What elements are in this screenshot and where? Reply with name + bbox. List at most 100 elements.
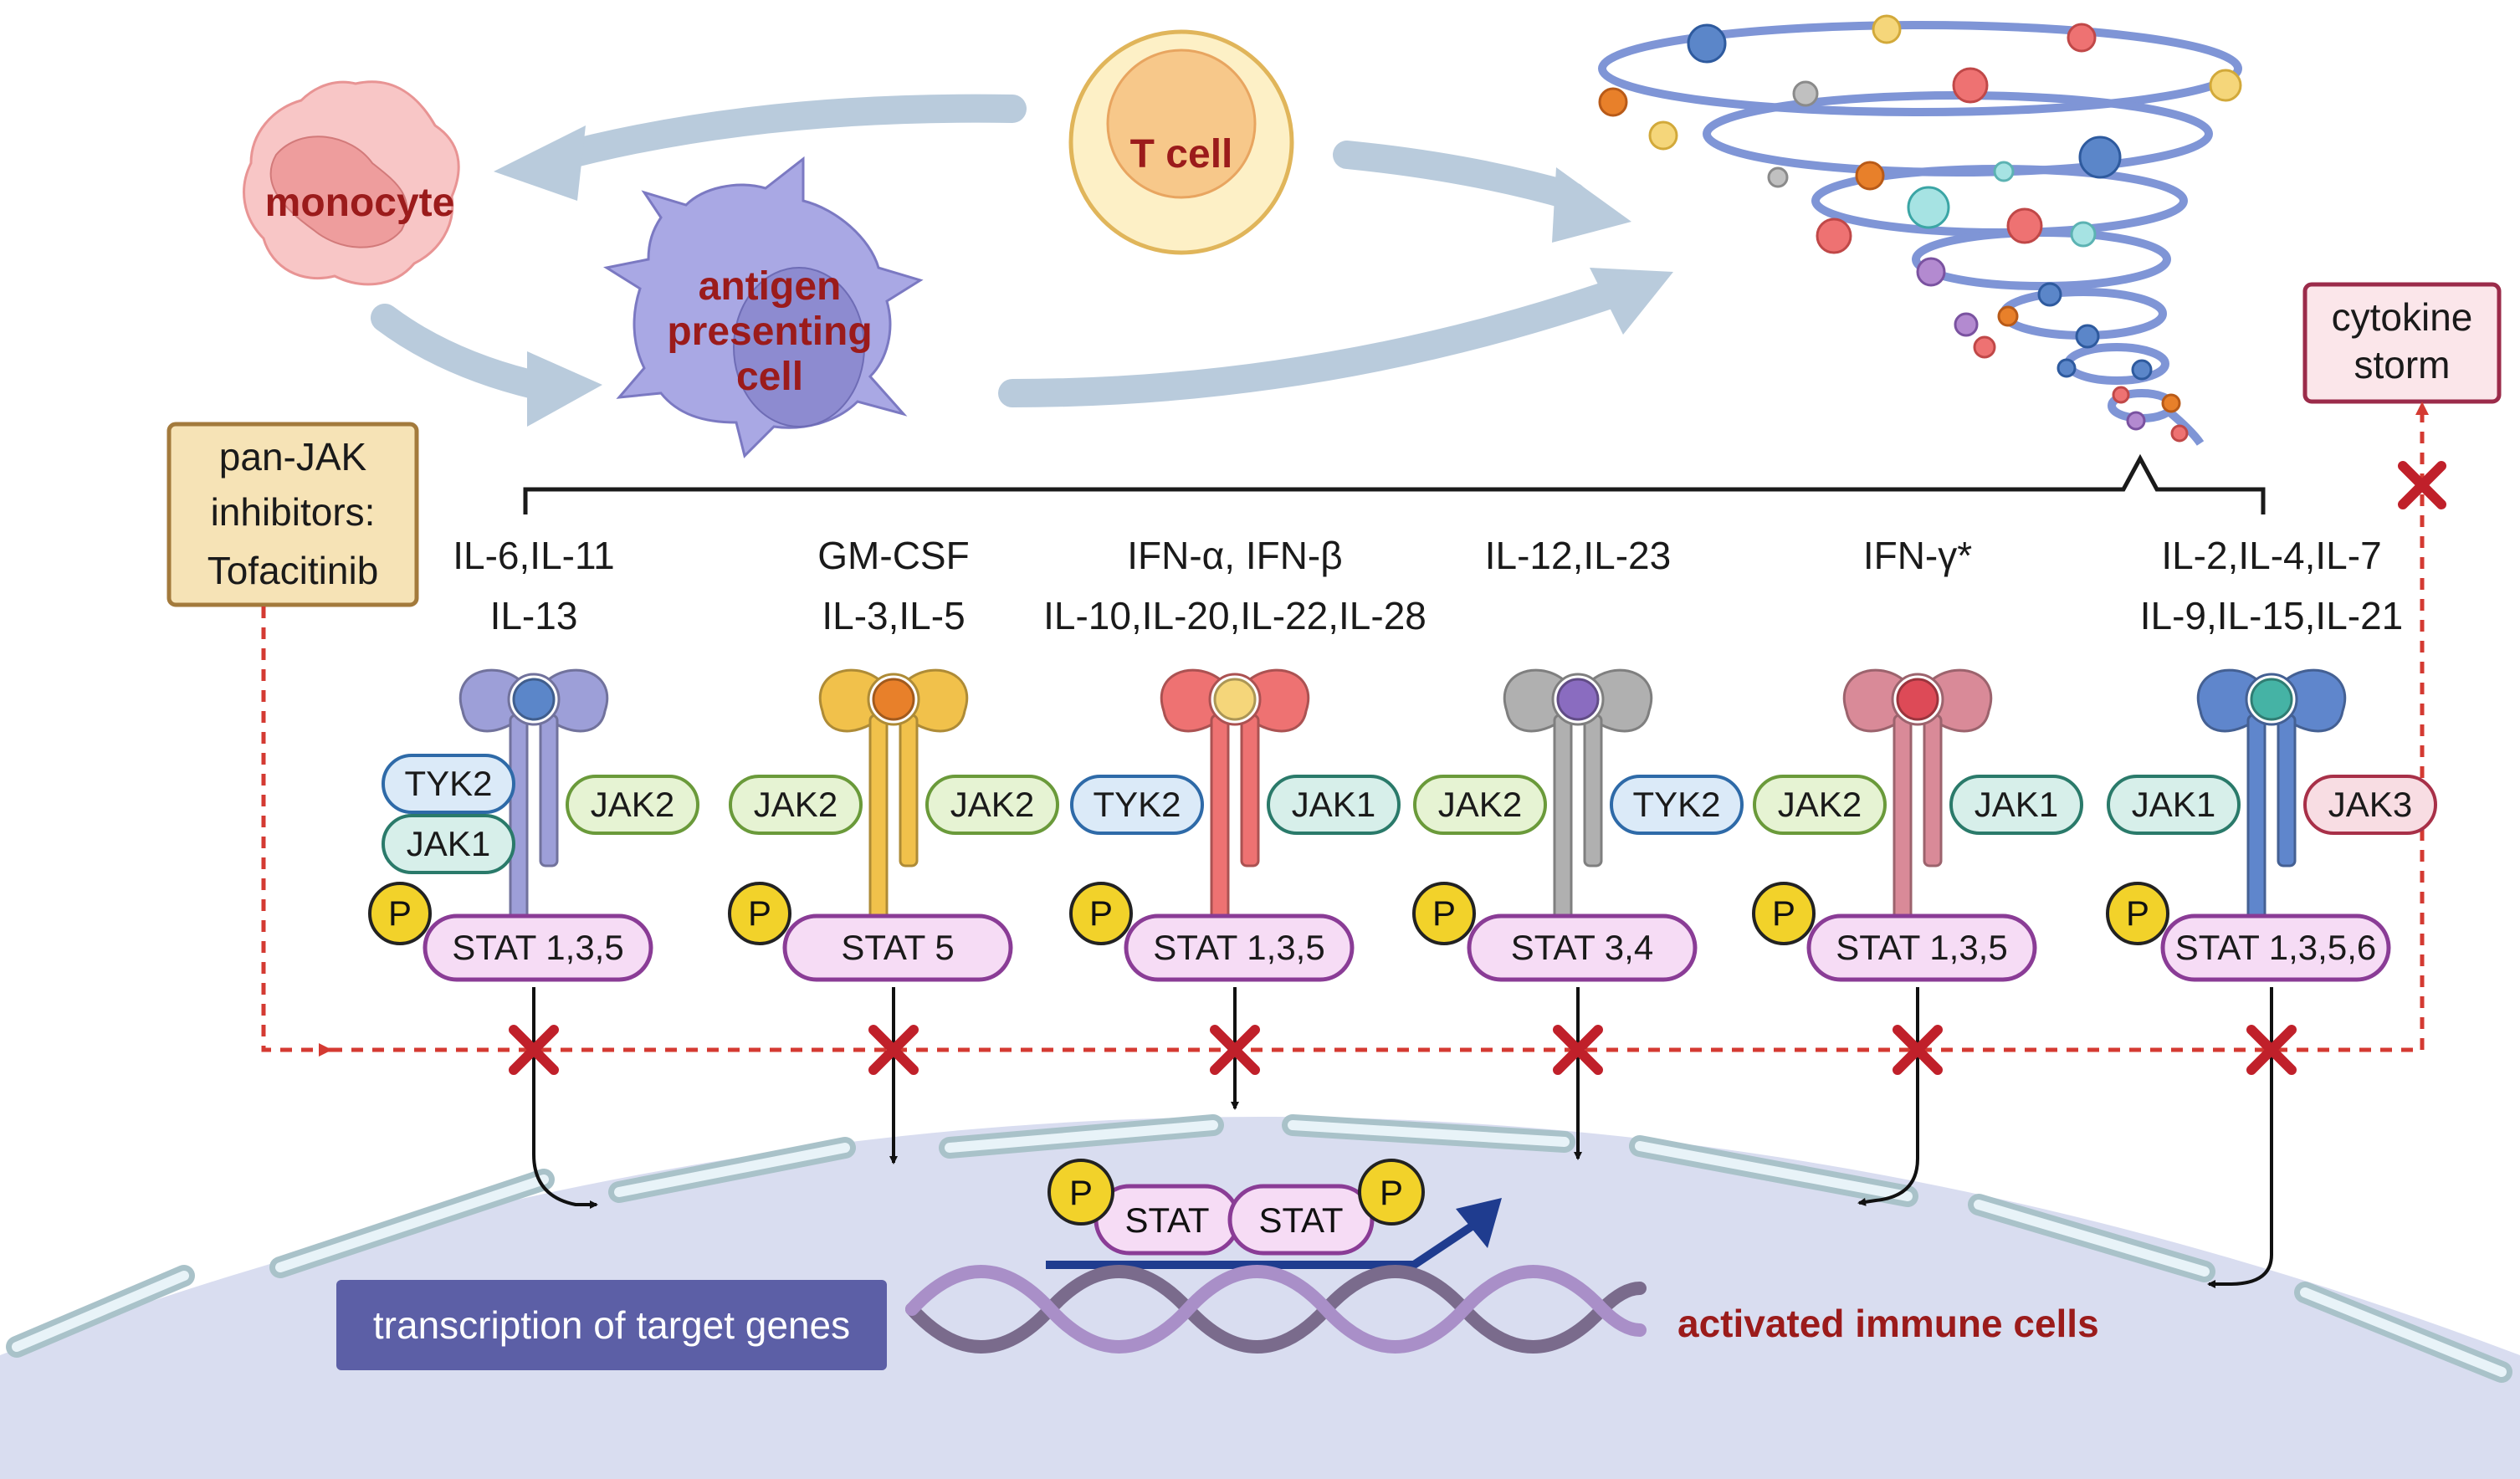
cytokine-label: IL-2,IL-4,IL-7 — [2161, 534, 2381, 577]
stat-label: STAT 1,3,5 — [1836, 928, 2007, 967]
transcription-box: transcription of target genes — [336, 1280, 887, 1370]
stat-label: STAT 1,3,5 — [1153, 928, 1324, 967]
nucleus — [0, 1117, 2520, 1479]
cytokine-label: IL-6,IL-11 — [453, 534, 614, 577]
stat-pill — [2160, 914, 2391, 982]
stat-pill — [1124, 914, 1355, 982]
jak-right-label: JAK1 — [1975, 785, 2058, 824]
cell-flow-arrowheads — [494, 125, 1673, 427]
stat-pill — [782, 914, 1013, 982]
phosphate-icon — [368, 882, 432, 945]
cytokine-ligand — [1896, 678, 1939, 721]
phosphate-label: P — [1772, 893, 1795, 933]
receptor-chain-right — [1240, 714, 1260, 867]
jak-left-label: TYK2 — [1093, 785, 1181, 824]
cytokine-label: IFN-γ* — [1863, 534, 1972, 577]
jak-right-label: JAK3 — [2328, 785, 2412, 824]
nuclear-envelope-highlight — [12, 1120, 2507, 1377]
stat-dimer: STAT STAT P P — [1047, 1159, 1425, 1256]
cytokine-label: IL-13 — [490, 594, 578, 637]
jak-left-jak2 — [1413, 775, 1547, 835]
cytokine-label: IFN-α, IFN-β — [1127, 534, 1342, 577]
dimer-stat-left: STAT — [1124, 1200, 1209, 1240]
jak-left-label: JAK1 — [2132, 785, 2215, 824]
jak-right-label: JAK2 — [591, 785, 674, 824]
stat-label: STAT 1,3,5 — [452, 928, 623, 967]
signal-arrow — [2207, 987, 2273, 1288]
jak-right-jak3 — [2303, 775, 2437, 835]
stat-pill — [423, 914, 653, 982]
jak-right-jak2 — [925, 775, 1059, 835]
phosphate-icon — [728, 882, 791, 945]
receptor-chain-left — [1893, 714, 1913, 934]
cytokine-label: GM-CSF — [817, 534, 969, 577]
storm-line2: storm — [2354, 343, 2451, 386]
cytokine-ligand — [2250, 678, 2293, 721]
receptor-chain-right — [1923, 714, 1943, 867]
stat-label: STAT 5 — [841, 928, 954, 967]
stat-label: STAT 3,4 — [1511, 928, 1653, 967]
jak-left-jak2 — [1753, 775, 1887, 835]
cytokine-storm-box: cytokine storm — [2302, 282, 2502, 404]
jak-block-x — [509, 1025, 559, 1075]
jak-left-tyk2 — [1070, 775, 1204, 835]
monocyte: monocyte — [243, 80, 460, 286]
jak-right-jak2 — [566, 775, 699, 835]
jak-right-label: TYK2 — [1632, 785, 1720, 824]
apc-label-line2: presenting — [667, 310, 872, 354]
jak-block-x — [1553, 1025, 1603, 1075]
cytokine-ligand — [512, 678, 556, 721]
dna-helix — [905, 1265, 1647, 1354]
stat-pill — [1806, 914, 2037, 982]
inhibitor-line2: inhibitors: — [211, 490, 376, 534]
cytokine-bracket — [523, 453, 2266, 514]
activated-immune-cells-label: activated immune cells — [1677, 1302, 2099, 1345]
cytokine-ligand — [1556, 678, 1600, 721]
phosphate-icon — [2106, 882, 2169, 945]
jak-right-tyk2 — [1610, 775, 1744, 835]
jak-left-label: JAK2 — [1778, 785, 1862, 824]
receptor-chain-left — [1553, 714, 1573, 934]
storm-line1: cytokine — [2332, 295, 2473, 339]
dimer-phosphate-left: P — [1069, 1173, 1093, 1212]
jak-left-label: TYK2 — [404, 764, 492, 803]
jak-left-jak1 — [2107, 775, 2241, 835]
receptor-chain-left — [868, 714, 889, 934]
monocyte-label: monocyte — [265, 181, 455, 225]
receptor-chain-left — [509, 714, 529, 934]
jak-right-label: JAK1 — [1292, 785, 1375, 824]
cytokine-ligand — [1213, 678, 1257, 721]
cytokine-label: IL-9,IL-15,IL-21 — [2140, 594, 2404, 637]
antigen-presenting-cell: antigen presenting cell — [603, 156, 924, 458]
phosphate-label: P — [2126, 893, 2149, 933]
jak-left-tyk2 — [382, 754, 515, 814]
transcription-label: transcription of target genes — [373, 1303, 850, 1347]
phosphate-label: P — [388, 893, 412, 933]
stat-label: STAT 1,3,5,6 — [2175, 928, 2376, 967]
phosphate-label: P — [1089, 893, 1113, 933]
dimer-stat-right: STAT — [1258, 1200, 1343, 1240]
stat-pill — [1467, 914, 1698, 982]
receptor-chain-right — [2277, 714, 2297, 867]
apc-label-line1: antigen — [699, 264, 842, 309]
pan-jak-inhibitor-box: pan-JAK inhibitors: Tofacitinib — [166, 422, 419, 607]
receptor-chain-left — [2246, 714, 2266, 934]
phosphate-label: P — [748, 893, 771, 933]
jak-left-jak1 — [382, 814, 515, 874]
jak-left-jak2 — [729, 775, 863, 835]
jak-right-jak1 — [1267, 775, 1401, 835]
jak-left-label: JAK2 — [754, 785, 837, 824]
phosphate-label: P — [1432, 893, 1456, 933]
phosphate-icon — [1752, 882, 1816, 945]
jak-block-x — [868, 1025, 919, 1075]
receptor-chain-right — [899, 714, 919, 867]
jak-block-x — [2246, 1025, 2297, 1075]
jak-block-x — [1210, 1025, 1260, 1075]
